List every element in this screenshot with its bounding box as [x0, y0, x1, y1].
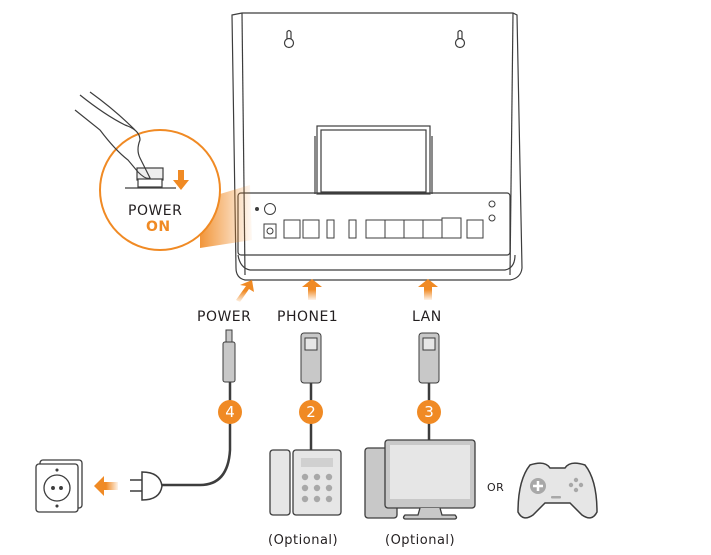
rj45-plug-icon: [418, 332, 440, 384]
phone2-port: [283, 219, 301, 239]
power-callout-circle: [99, 129, 221, 251]
keypad-key: [313, 473, 321, 481]
reset-button: [255, 207, 259, 211]
port-panel: [255, 200, 496, 239]
wan-port: [441, 217, 462, 239]
arrow-phone-icon: [302, 279, 322, 300]
keyhole-left-icon: [283, 29, 295, 49]
rj11-plug-icon: [300, 332, 322, 384]
arrow-down-icon: [173, 170, 189, 190]
keypad-key: [325, 473, 333, 481]
telephone-icon: [269, 449, 342, 516]
wps-button: [488, 214, 496, 222]
connector-label-phone1: PHONE1: [277, 309, 339, 325]
power-plug-icon: [130, 471, 163, 501]
dsl-port: [466, 219, 484, 239]
power-on-label: ON: [146, 219, 171, 235]
wifi-button: [488, 200, 496, 208]
power-switch: [264, 203, 276, 215]
keypad-key: [313, 495, 321, 503]
keypad-key: [301, 484, 309, 492]
power-callout-label: POWER: [128, 203, 183, 219]
connector-label-lan: LAN: [412, 309, 442, 325]
keypad-key: [325, 484, 333, 492]
keypad-key: [301, 473, 309, 481]
computer-optional-caption: (Optional): [385, 533, 456, 548]
arrow-left-icon: [94, 476, 118, 496]
power-port: [263, 223, 277, 239]
step-badge-2: 2: [299, 400, 323, 424]
arrow-lan-icon: [418, 279, 438, 300]
phone1-port: [302, 219, 320, 239]
arrow-power-icon: [236, 280, 254, 302]
usb2-port: [326, 219, 335, 239]
keyhole-right-icon: [454, 29, 466, 49]
connector-label-power: POWER: [197, 309, 252, 325]
keypad-key: [313, 484, 321, 492]
or-label: OR: [487, 481, 505, 494]
usb3-port: [348, 219, 357, 239]
keypad: [301, 473, 333, 503]
router: [231, 12, 523, 281]
game-controller-icon: [517, 462, 598, 519]
step-badge-4: 4: [218, 400, 242, 424]
dc-plug-icon: [222, 329, 236, 383]
wall-outlet-icon: [35, 459, 83, 513]
desktop-computer-icon: [364, 439, 476, 520]
phone-optional-caption: (Optional): [268, 533, 339, 548]
keypad-key: [325, 495, 333, 503]
hand-icon: [74, 91, 151, 179]
step-badge-3: 3: [417, 400, 441, 424]
keypad-key: [301, 495, 309, 503]
